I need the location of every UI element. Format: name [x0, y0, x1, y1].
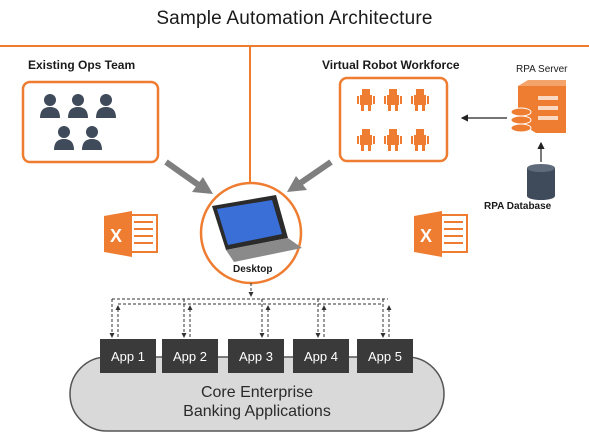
people-icon [40, 94, 116, 150]
server-icon [510, 80, 566, 133]
page-title: Sample Automation Architecture [156, 8, 433, 29]
core-label-line2: Banking Applications [183, 403, 331, 420]
core-label-line1: Core Enterprise [200, 384, 314, 401]
ops-to-desktop-arrow [164, 159, 213, 194]
robot-workforce-label: Virtual Robot Workforce [322, 58, 460, 72]
app-box-1: App 1 [100, 339, 156, 373]
app-box-2: App 2 [162, 339, 218, 373]
desktop-label: Desktop [233, 264, 273, 275]
rpa-server-label: RPA Server [516, 64, 568, 75]
excel-icon: X [414, 211, 468, 257]
app-box-3: App 3 [228, 339, 284, 373]
svg-text:X: X [110, 226, 122, 246]
ops-team-label: Existing Ops Team [28, 58, 136, 72]
database-icon [527, 164, 555, 200]
svg-text:X: X [420, 226, 432, 246]
app-box-5: App 5 [357, 339, 413, 373]
rpa-database-label: RPA Database [484, 201, 552, 212]
excel-icon: X [104, 211, 158, 257]
laptop-icon [212, 195, 302, 262]
desktop-app-connectors [109, 283, 392, 338]
robot-icon [357, 89, 429, 151]
robots-to-desktop-arrow [287, 159, 333, 192]
app-box-4: App 4 [293, 339, 349, 373]
